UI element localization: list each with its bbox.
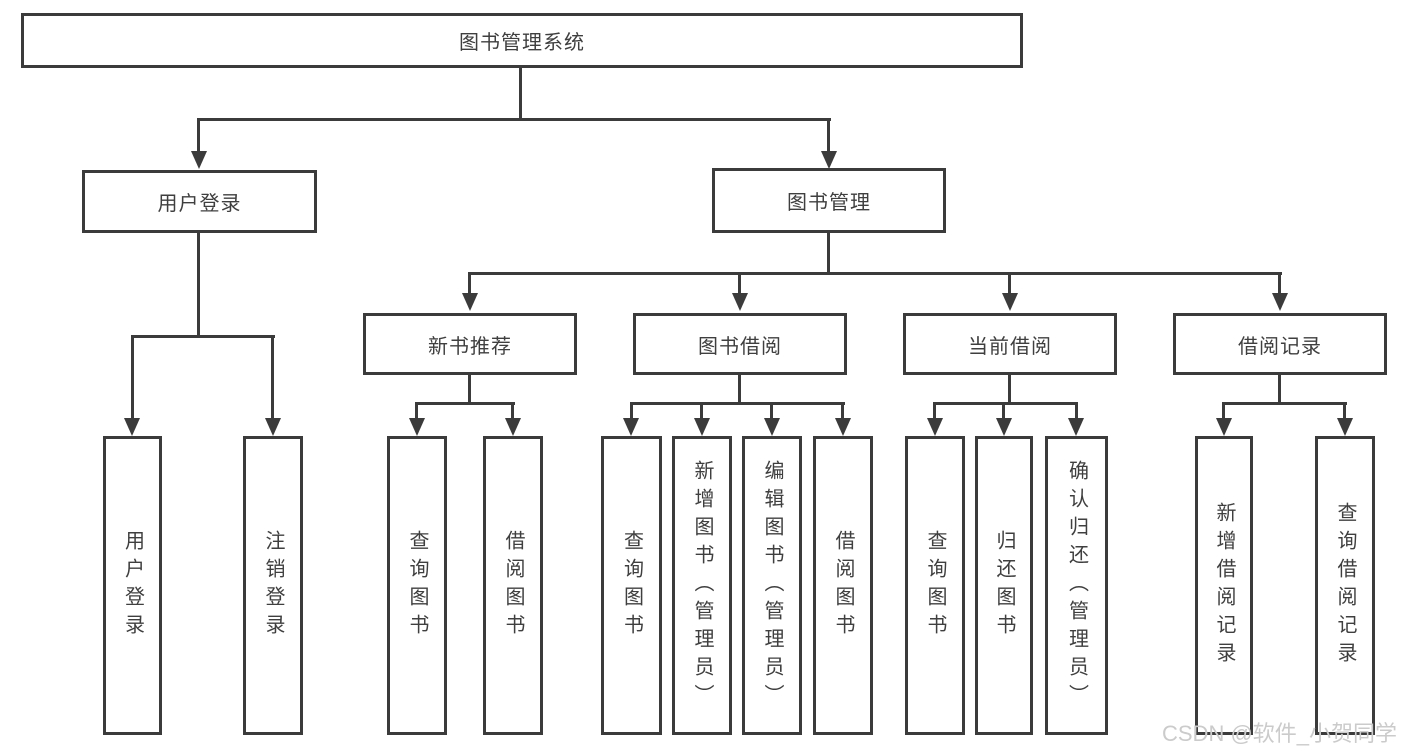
leaf-add-borrow-record-label: 新增借阅记录 [1213,501,1235,670]
arrow-down-icon [409,418,425,436]
connector-line [1008,272,1011,295]
arrow-down-icon [835,418,851,436]
node-new-book-recommend-label: 新书推荐 [428,335,512,358]
connector-line [1002,402,1005,420]
arrow-down-icon [1216,418,1232,436]
leaf-query-borrow-record: 查询借阅记录 [1315,436,1375,735]
connector-line [738,272,741,295]
leaf-borrow-books-label: 借阅图书 [832,529,854,642]
node-library-system-label: 图书管理系统 [459,32,585,54]
leaf-newbook-query-books-label: 查询图书 [406,529,428,642]
connector-line [131,335,275,338]
leaf-current-query-books-label: 查询图书 [924,529,946,642]
arrow-down-icon [764,418,780,436]
node-borrowing-records: 借阅记录 [1173,313,1387,375]
connector-line [1222,402,1225,420]
connector-line [519,68,522,120]
leaf-return-books-label: 归还图书 [993,529,1015,642]
connector-line [770,402,773,420]
connector-line [700,402,703,420]
leaf-add-borrow-record: 新增借阅记录 [1195,436,1253,735]
arrow-down-icon [265,418,281,436]
node-borrowing-records-label: 借阅记录 [1238,335,1322,358]
connector-line [415,402,418,420]
leaf-newbook-borrow-books: 借阅图书 [483,436,543,735]
arrow-down-icon [1068,418,1084,436]
connector-line [841,402,844,420]
leaf-logout-label: 注销登录 [262,529,284,642]
leaf-edit-books-admin: 编辑图书（管理员） [742,436,802,735]
arrow-down-icon [927,418,943,436]
arrow-down-icon [505,418,521,436]
connector-line [468,272,1282,275]
connector-line [197,118,200,152]
arrow-down-icon [462,293,478,311]
node-book-borrowing: 图书借阅 [633,313,847,375]
leaf-newbook-query-books: 查询图书 [387,436,447,735]
connector-line [1222,402,1347,405]
arrow-down-icon [694,418,710,436]
leaf-user-login-label: 用户登录 [121,529,144,642]
leaf-return-books: 归还图书 [975,436,1033,735]
leaf-borrow-query-books: 查询图书 [601,436,662,735]
leaf-borrow-query-books-label: 查询图书 [620,529,643,642]
connector-line [1278,375,1281,405]
connector-line [630,402,845,405]
connector-line [738,375,741,405]
node-library-system: 图书管理系统 [21,13,1023,68]
connector-line [1343,402,1346,420]
node-book-borrowing-label: 图书借阅 [698,335,782,358]
node-current-borrowing-label: 当前借阅 [968,335,1052,358]
node-book-management-label: 图书管理 [787,192,871,214]
connector-line [630,402,633,420]
leaf-newbook-borrow-books-label: 借阅图书 [502,529,524,642]
connector-line [271,335,274,420]
connector-line [197,118,831,121]
node-current-borrowing: 当前借阅 [903,313,1117,375]
connector-line [1278,272,1281,295]
connector-line [1075,402,1078,420]
connector-line [827,233,830,275]
arrow-down-icon [821,151,837,169]
node-user-login: 用户登录 [82,170,317,233]
connector-line [933,402,1078,405]
leaf-user-login: 用户登录 [103,436,162,735]
arrow-down-icon [1272,293,1288,311]
leaf-confirm-return-admin: 确认归还（管理员） [1045,436,1108,735]
connector-line [827,118,830,152]
connector-line [131,335,134,420]
leaf-add-books-admin-label: 新增图书（管理员） [691,459,713,712]
node-book-management: 图书管理 [712,168,946,233]
csdn-watermark: CSDN @软件_小贺同学 [1162,721,1398,746]
arrow-down-icon [996,418,1012,436]
leaf-edit-books-admin-label: 编辑图书（管理员） [761,459,783,712]
leaf-query-borrow-record-label: 查询借阅记录 [1334,501,1356,670]
connector-line [468,375,471,405]
connector-line [415,402,515,405]
leaf-logout: 注销登录 [243,436,303,735]
node-user-login-label: 用户登录 [157,193,242,215]
leaf-borrow-books: 借阅图书 [813,436,873,735]
connector-line [197,233,200,338]
connector-line [1008,375,1011,405]
arrow-down-icon [1337,418,1353,436]
arrow-down-icon [124,418,140,436]
arrow-down-icon [191,151,207,169]
leaf-confirm-return-admin-label: 确认归还（管理员） [1065,459,1088,712]
leaf-add-books-admin: 新增图书（管理员） [672,436,732,735]
connector-line [933,402,936,420]
connector-line [511,402,514,420]
arrow-down-icon [623,418,639,436]
arrow-down-icon [732,293,748,311]
arrow-down-icon [1002,293,1018,311]
node-new-book-recommend: 新书推荐 [363,313,577,375]
leaf-current-query-books: 查询图书 [905,436,965,735]
connector-line [468,272,471,295]
